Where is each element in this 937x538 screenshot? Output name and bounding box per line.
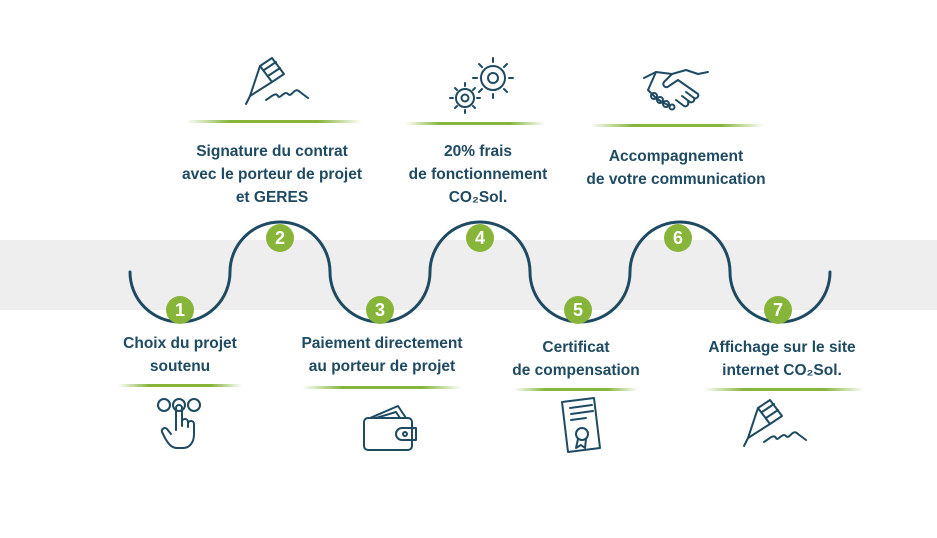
step-7-divider: [704, 388, 864, 391]
step-1-label: Choix du projet soutenu: [123, 332, 237, 378]
step-2-line-1: Signature du contrat: [196, 143, 348, 160]
step-4-label: 20% frais de fonctionnement CO₂Sol.: [409, 140, 548, 209]
handshake-icon: [642, 64, 712, 112]
step-7-line-1: Affichage sur le site: [708, 339, 856, 356]
step-1-line-1: Choix du projet: [123, 335, 237, 352]
step-3-line-1: Paiement directement: [301, 335, 463, 352]
step-5-line-2: de compensation: [512, 362, 640, 379]
step-4-divider: [405, 122, 545, 125]
wallet-icon: [360, 400, 420, 456]
step-5-marker: 5: [564, 296, 592, 324]
step-3-marker: 3: [366, 296, 394, 324]
step-2-line-2: avec le porteur de projet: [181, 166, 363, 183]
step-2-marker: 2: [266, 224, 294, 252]
touch-hand-icon: [155, 396, 205, 454]
step-4-marker: 4: [466, 224, 494, 252]
step-2-divider: [186, 120, 362, 123]
step-7-line-2: internet CO₂Sol.: [722, 362, 842, 379]
step-3-line-2: au porteur de projet: [308, 358, 456, 375]
step-6-marker: 6: [664, 224, 692, 252]
step-4-line-1: 20% frais: [443, 143, 513, 160]
step-1-line-2: soutenu: [149, 358, 211, 375]
step-4-line-2: de fonctionnement: [408, 166, 548, 183]
step-6-label: Accompagnement de votre communication: [586, 145, 765, 191]
step-6-divider: [590, 124, 764, 127]
signing-pen-icon: [244, 56, 312, 108]
step-5-line-1: Certificat: [542, 339, 610, 356]
step-7-marker: 7: [764, 296, 792, 324]
step-5-label: Certificat de compensation: [512, 336, 639, 382]
step-6-line-1: Accompagnement: [608, 148, 744, 165]
step-4-line-3: CO₂Sol.: [448, 189, 508, 206]
step-1-divider: [118, 384, 242, 387]
certificate-icon: [556, 396, 604, 456]
step-7-label: Affichage sur le site internet CO₂Sol.: [708, 336, 855, 382]
step-1-marker: 1: [166, 296, 194, 324]
step-5-divider: [514, 388, 638, 391]
step-2-line-3: et GERES: [235, 189, 309, 206]
step-6-line-2: de votre communication: [586, 171, 766, 188]
gears-icon: [447, 52, 521, 116]
step-2-label: Signature du contrat avec le porteur de …: [182, 140, 362, 209]
signing-pen-icon: [742, 398, 810, 450]
wave-path: [128, 220, 832, 324]
step-3-divider: [302, 386, 462, 389]
step-3-label: Paiement directement au porteur de proje…: [301, 332, 462, 378]
